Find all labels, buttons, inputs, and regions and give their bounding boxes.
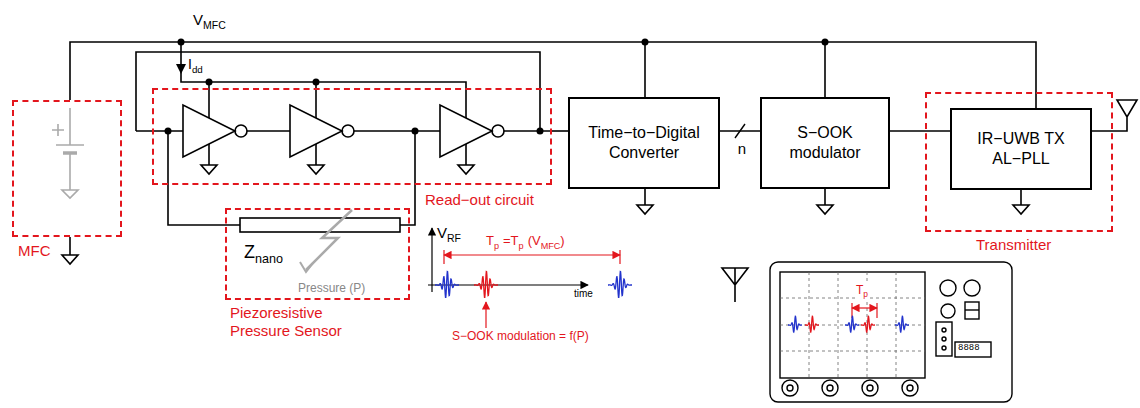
inverter-bubble xyxy=(492,125,504,137)
connector xyxy=(552,130,568,132)
supply-wire xyxy=(644,42,646,97)
box-label: S−OOK modulator xyxy=(776,123,874,163)
label-text: Z xyxy=(244,242,255,262)
label-text: ) xyxy=(560,233,564,248)
ground-symbol xyxy=(308,144,324,174)
ground-symbol xyxy=(201,144,217,174)
subscript: RF xyxy=(447,232,461,244)
process-box: IR−UWB TX AL−PLL xyxy=(950,108,1092,190)
junction-dot xyxy=(206,79,213,86)
process-box: Time−to−Digital Converter xyxy=(568,97,720,189)
subscript: dd xyxy=(192,64,203,75)
inverter-bubble xyxy=(235,125,247,137)
current-arrow xyxy=(176,64,186,74)
rf-pulse xyxy=(861,316,875,332)
grounds-and-dots xyxy=(62,39,1029,265)
supply-wire xyxy=(824,42,826,97)
junction-dot xyxy=(642,39,649,46)
process-box: S−OOK modulator xyxy=(760,97,890,189)
label-text: T xyxy=(856,283,863,297)
bus-width: n xyxy=(738,141,746,158)
label-text: Pressure (P) xyxy=(298,281,365,295)
inverter-bubble xyxy=(342,125,354,137)
pressure-bolt xyxy=(306,210,352,270)
connector xyxy=(890,130,950,132)
junction-dot xyxy=(165,128,172,135)
rf-pulse xyxy=(474,272,498,298)
label-text: T xyxy=(486,233,494,248)
subscript: p xyxy=(519,241,524,251)
label-text: I xyxy=(188,56,192,72)
subscript: nano xyxy=(255,252,283,266)
readout-region: Read−out circuit xyxy=(152,88,552,185)
ground-symbol xyxy=(637,189,653,214)
current-name: Idd xyxy=(188,57,203,76)
pressure-bolt-head xyxy=(300,262,313,272)
axis-label: time xyxy=(574,288,593,299)
antenna-symbol xyxy=(722,268,748,302)
pressure-label: Pressure (P) xyxy=(298,282,365,295)
rf-pulse xyxy=(805,316,819,332)
label-text: =T xyxy=(503,233,519,248)
box-label: IR−UWB TX AL−PLL xyxy=(966,129,1076,169)
feedback-wire xyxy=(136,52,540,131)
rf-pulse xyxy=(435,272,459,298)
rf-pulse xyxy=(608,272,632,298)
subscript: MFC xyxy=(541,241,561,251)
signal-wire xyxy=(136,130,552,132)
label-text: V xyxy=(437,224,447,241)
box-label: Time−to−Digital Converter xyxy=(584,123,704,163)
rf-pulse xyxy=(895,316,909,332)
antenna-symbol xyxy=(1092,100,1137,131)
region-label: Piezoresistive Pressure Sensor xyxy=(230,304,370,340)
rf-pulse xyxy=(845,316,859,332)
junction-dot xyxy=(178,39,185,46)
region-label: MFC xyxy=(18,242,78,260)
period-bracket xyxy=(444,250,620,328)
region-label: Transmitter xyxy=(976,236,1086,254)
junction-dot xyxy=(822,39,829,46)
period-label: Tp xyxy=(855,284,869,300)
subscript: p xyxy=(494,241,499,251)
period-formula: Tp=Tp(VMFC) xyxy=(486,234,565,251)
ground-symbol xyxy=(62,237,78,264)
mfc-region: MFC xyxy=(12,100,122,237)
annotation: S−OOK modulation = f(P) xyxy=(452,330,589,343)
battery-symbol xyxy=(52,108,84,198)
bus-slash xyxy=(735,124,745,138)
sensor-wire xyxy=(168,131,415,225)
display-digits: 8888 xyxy=(958,344,980,354)
ground-symbol xyxy=(1013,190,1029,214)
impedance-name: Znano xyxy=(244,243,283,266)
resistor-symbol xyxy=(240,218,400,232)
label-text: time xyxy=(574,288,593,299)
axis-label: VRF xyxy=(437,225,461,245)
junction-dot xyxy=(412,128,419,135)
subscript: MFC xyxy=(203,19,226,31)
rf-pulse xyxy=(788,316,802,332)
transmitter-region: TransmitterIR−UWB TX AL−PLL xyxy=(925,92,1113,232)
pulse-train xyxy=(435,272,909,332)
ground-symbol xyxy=(458,144,474,174)
junction-dot xyxy=(313,79,320,86)
label-text: 8888 xyxy=(958,343,980,353)
signal-name: VMFC xyxy=(193,12,226,32)
label-text: S−OOK modulation = f(P) xyxy=(452,329,589,343)
region-label: Read−out circuit xyxy=(425,191,550,209)
ground-symbol xyxy=(817,189,833,214)
scope-period-bracket xyxy=(852,303,877,318)
supply-wire xyxy=(181,42,466,118)
junction-dot xyxy=(537,128,544,135)
label-text: V xyxy=(193,11,203,28)
subscript: p xyxy=(863,289,868,299)
oscilloscope xyxy=(770,262,1012,402)
label-text: (V xyxy=(528,233,541,248)
